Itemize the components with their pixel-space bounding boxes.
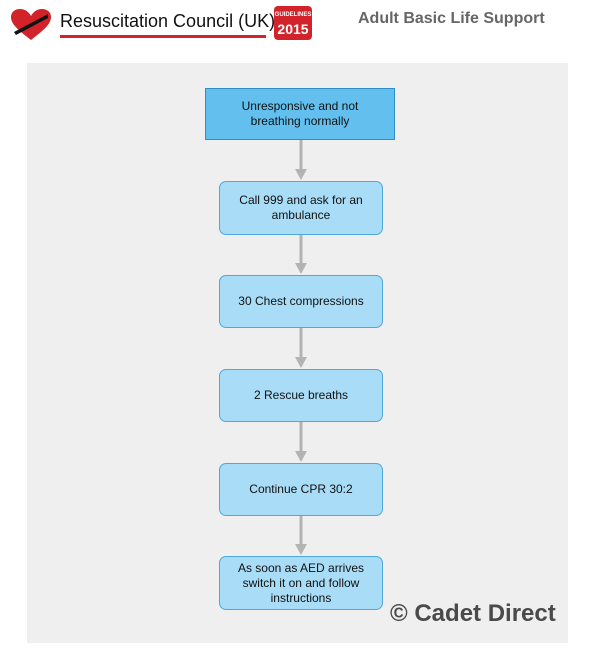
arrow-down-icon bbox=[295, 328, 307, 368]
flowchart-step-continue-cpr: Continue CPR 30:2 bbox=[219, 463, 383, 516]
flowchart-step-text: As soon as AED arrives switch it on and … bbox=[237, 560, 365, 605]
flowchart-step-rescue-breaths: 2 Rescue breaths bbox=[219, 369, 383, 422]
flowchart-step-text: Call 999 and ask for an ambulance bbox=[239, 193, 363, 222]
flowchart-step-call-ambulance: Call 999 and ask for an ambulance bbox=[219, 181, 383, 235]
copyright-watermark: © Cadet Direct bbox=[390, 600, 556, 627]
arrow-down-icon bbox=[295, 140, 307, 180]
badge-year: 2015 bbox=[277, 21, 308, 37]
flowchart-step-aed: As soon as AED arrives switch it on and … bbox=[219, 556, 383, 610]
page-title: Adult Basic Life Support bbox=[358, 10, 545, 27]
guidelines-badge: GUIDELINES 2015 bbox=[274, 6, 312, 40]
flowchart-step-chest-compressions: 30 Chest compressions bbox=[219, 275, 383, 328]
flowchart-step-text: Continue CPR 30:2 bbox=[249, 482, 353, 496]
arrow-down-icon bbox=[295, 516, 307, 555]
arrow-down-icon bbox=[295, 422, 307, 462]
heart-logo-icon bbox=[11, 9, 51, 40]
flowchart-step-start: Unresponsive and not breathing normally bbox=[205, 88, 395, 140]
flowchart-step-text: Unresponsive and not breathing normally bbox=[241, 99, 359, 128]
badge-top-text: GUIDELINES bbox=[275, 12, 312, 18]
flowchart-step-text: 2 Rescue breaths bbox=[253, 388, 349, 402]
arrow-down-icon bbox=[295, 235, 307, 274]
org-name: Resuscitation Council (UK) bbox=[60, 11, 276, 31]
org-name-underline bbox=[60, 35, 266, 38]
flowchart-step-text: 30 Chest compressions bbox=[238, 294, 364, 308]
